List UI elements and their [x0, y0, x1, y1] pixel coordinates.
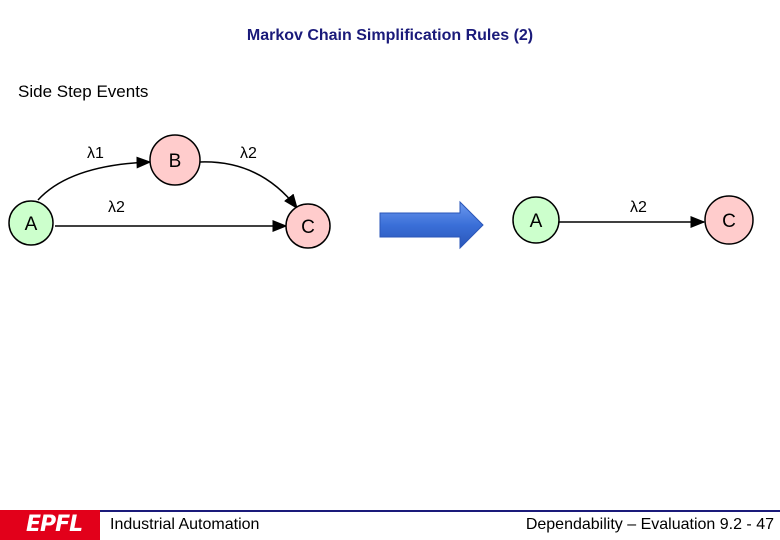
node-right-c-label: C [722, 211, 736, 232]
node-right-a-label: A [530, 211, 543, 232]
node-right-a [512, 196, 560, 244]
block-arrow-icon [379, 200, 484, 250]
rate-label-a-to-b: λ1 [87, 145, 104, 162]
rate-label-a-to-c: λ2 [108, 199, 125, 216]
node-b-label: B [169, 151, 182, 172]
footer-divider [100, 510, 780, 512]
footer-course-name: Industrial Automation [110, 516, 260, 533]
node-c-label: C [301, 217, 315, 238]
edge-a-to-b [37, 156, 152, 201]
node-right-c [704, 195, 754, 245]
rate-label-right-a-to-c: λ2 [630, 199, 647, 216]
epfl-logo: EPFL [0, 510, 100, 540]
node-a [8, 200, 54, 246]
edge-b-to-c [199, 161, 298, 210]
footer-slide-info: Dependability – Evaluation 9.2 - 47 [525, 516, 774, 533]
node-a-label: A [25, 214, 38, 235]
rate-label-b-to-c: λ2 [240, 145, 257, 162]
node-c [285, 203, 331, 249]
section-subtitle: Side Step Events [18, 82, 149, 101]
page-title: Markov Chain Simplification Rules (2) [246, 27, 534, 44]
epfl-logo-text: EPFL [26, 512, 83, 537]
node-b [149, 134, 201, 186]
